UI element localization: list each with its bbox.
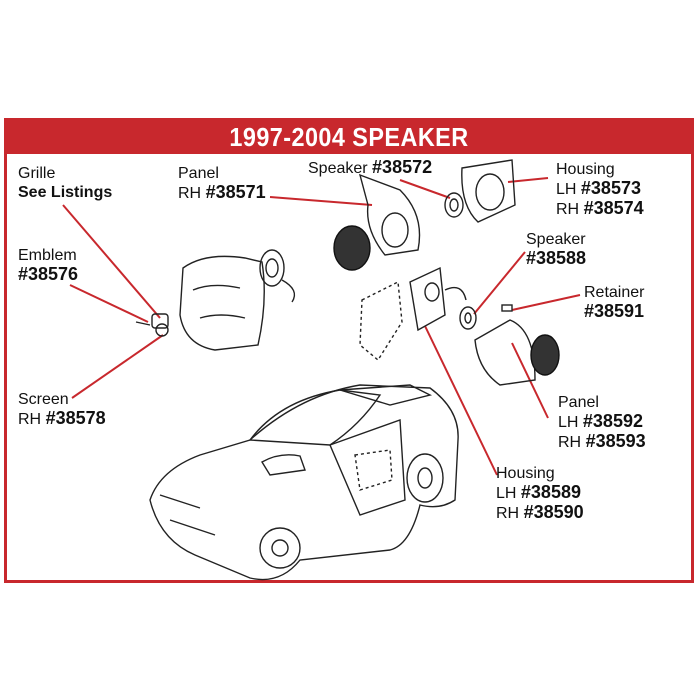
housing-top-rh-number: #38574	[584, 198, 644, 218]
panel-right-lh-prefix: LH	[558, 414, 578, 431]
small-speaker	[260, 250, 284, 286]
screen-number: #38578	[46, 408, 106, 428]
label-panel-right: Panel LH #38592 RH #38593	[558, 393, 646, 452]
grille-name: Grille	[18, 164, 112, 183]
speaker-top-number: #38572	[372, 157, 432, 177]
emblem-clip	[136, 322, 150, 325]
label-panel-rh: Panel RH #38571	[178, 164, 266, 203]
speaker-right-part	[460, 307, 476, 329]
car-door-speaker	[355, 450, 392, 490]
leader-lines	[63, 178, 580, 475]
panel-rh-name: Panel	[178, 164, 266, 183]
car-dash	[262, 455, 305, 475]
label-speaker-right: Speaker #38588	[526, 230, 586, 268]
rear-wheel	[407, 454, 443, 502]
grille-value: See Listings	[18, 183, 112, 202]
panel-right-lh-number: #38592	[583, 411, 643, 431]
panel-right-part	[475, 320, 535, 385]
car-front-detail	[160, 495, 215, 535]
grille-oval	[334, 226, 370, 270]
housing-bottom-rh-prefix: RH	[496, 505, 519, 522]
retainer-number: #38591	[584, 302, 644, 321]
panel-right-rh-number: #38593	[586, 431, 646, 451]
housing-bottom-lh-number: #38589	[521, 482, 581, 502]
label-retainer: Retainer #38591	[584, 283, 644, 321]
car-roof	[340, 385, 430, 405]
front-wheel	[260, 528, 300, 568]
leader-speaker-top	[400, 180, 450, 198]
speaker-right-number: #38588	[526, 249, 586, 268]
panel-right-rh-prefix: RH	[558, 434, 581, 451]
panel-rh-prefix: RH	[178, 185, 201, 202]
housing-bottom-rh-number: #38590	[524, 502, 584, 522]
speaker-wire	[282, 280, 294, 302]
housing-bottom-lh-prefix: LH	[496, 485, 516, 502]
screen-prefix: RH	[18, 411, 41, 428]
car-body	[150, 385, 458, 580]
speaker-top-name: Speaker	[308, 160, 368, 177]
leader-housing-bottom	[425, 326, 497, 475]
housing-top-rh-prefix: RH	[556, 201, 579, 218]
leader-speaker-right	[474, 252, 525, 314]
door-panel-left-detail	[193, 285, 245, 318]
leader-retainer	[512, 295, 580, 310]
leader-panel-rh	[270, 197, 372, 205]
label-housing-top: Housing LH #38573 RH #38574	[556, 160, 644, 219]
leader-screen	[72, 335, 163, 398]
speaker-top-part	[445, 193, 463, 217]
emblem-name: Emblem	[18, 246, 78, 265]
car-door	[330, 420, 405, 515]
panel-right-name: Panel	[558, 393, 646, 412]
panel-right-grille	[531, 335, 559, 375]
panel-rh-number: #38571	[206, 182, 266, 202]
speaker-right-name: Speaker	[526, 230, 586, 249]
retainer-part	[502, 305, 512, 311]
label-speaker-top: Speaker #38572	[308, 158, 432, 178]
retainer-name: Retainer	[584, 283, 644, 302]
label-grille: Grille See Listings	[18, 164, 112, 202]
label-screen: Screen RH #38578	[18, 390, 106, 429]
door-panel-left	[180, 256, 264, 350]
housing-top-lh-number: #38573	[581, 178, 641, 198]
housing-top-part	[462, 160, 515, 222]
label-emblem: Emblem #38576	[18, 246, 78, 284]
housing-top-lh-prefix: LH	[556, 181, 576, 198]
emblem-number: #38576	[18, 265, 78, 284]
screen-part	[156, 324, 168, 336]
screen-name: Screen	[18, 390, 106, 409]
housing-wire	[445, 288, 466, 300]
housing-bottom-name: Housing	[496, 464, 584, 483]
housing-top-name: Housing	[556, 160, 644, 179]
interior-fragment	[360, 282, 402, 360]
label-housing-bottom: Housing LH #38589 RH #38590	[496, 464, 584, 523]
